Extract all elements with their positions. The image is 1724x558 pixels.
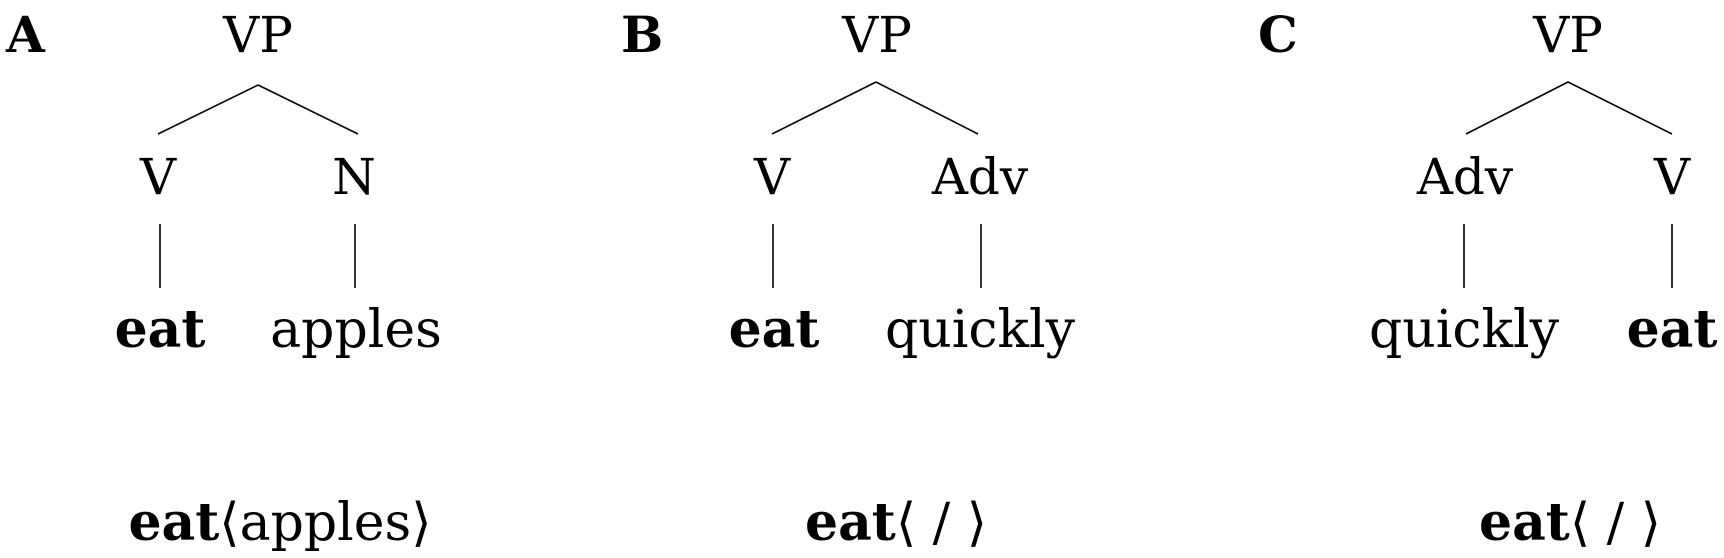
panel-c: C VP Adv V quickly eat eat⟨ / ⟩	[1258, 5, 1717, 553]
branch-right	[1567, 81, 1673, 135]
branch-left	[157, 84, 259, 135]
panel-label: C	[1258, 5, 1298, 64]
formula-close-bracket: ⟩	[967, 493, 987, 553]
right-category: Adv	[931, 148, 1029, 206]
branch-left	[1465, 81, 1569, 135]
formula-close-bracket: ⟩	[1641, 493, 1661, 553]
left-word: quickly	[1369, 300, 1560, 360]
root-node: VP	[222, 6, 293, 64]
branch-right	[257, 84, 359, 135]
right-category: N	[332, 148, 376, 206]
right-word: quickly	[885, 300, 1076, 360]
left-category: V	[753, 148, 791, 206]
formula-head: eat	[1479, 492, 1570, 553]
formula-open-bracket: ⟨	[1570, 493, 1590, 553]
right-category: V	[1653, 148, 1691, 206]
formula-argument: /	[1590, 493, 1641, 553]
panel-label: B	[621, 5, 663, 64]
formula-open-bracket: ⟨	[896, 493, 916, 553]
semantic-formula: eat⟨apples⟩	[128, 492, 431, 553]
semantic-formula: eat⟨ / ⟩	[805, 492, 987, 553]
left-word: eat	[115, 299, 206, 360]
formula-argument: /	[916, 493, 967, 553]
right-word: eat	[1627, 299, 1718, 360]
semantic-formula: eat⟨ / ⟩	[1479, 492, 1661, 553]
root-node: VP	[841, 6, 912, 64]
panel-a: A VP V N eat apples eat⟨apples⟩	[5, 5, 442, 553]
panel-b: B VP V Adv eat quickly eat⟨ / ⟩	[621, 5, 1076, 553]
branch-left	[771, 81, 877, 135]
formula-close-bracket: ⟩	[411, 493, 431, 553]
left-category: V	[139, 148, 177, 206]
formula-open-bracket: ⟨	[219, 493, 239, 553]
formula-head: eat	[805, 492, 896, 553]
left-category: Adv	[1416, 148, 1514, 206]
panel-label: A	[5, 5, 46, 64]
left-word: eat	[729, 299, 820, 360]
formula-head: eat	[128, 492, 219, 553]
root-node: VP	[1532, 6, 1603, 64]
right-word: apples	[270, 300, 442, 360]
branch-right	[875, 81, 979, 135]
formula-argument: apples	[240, 493, 412, 553]
